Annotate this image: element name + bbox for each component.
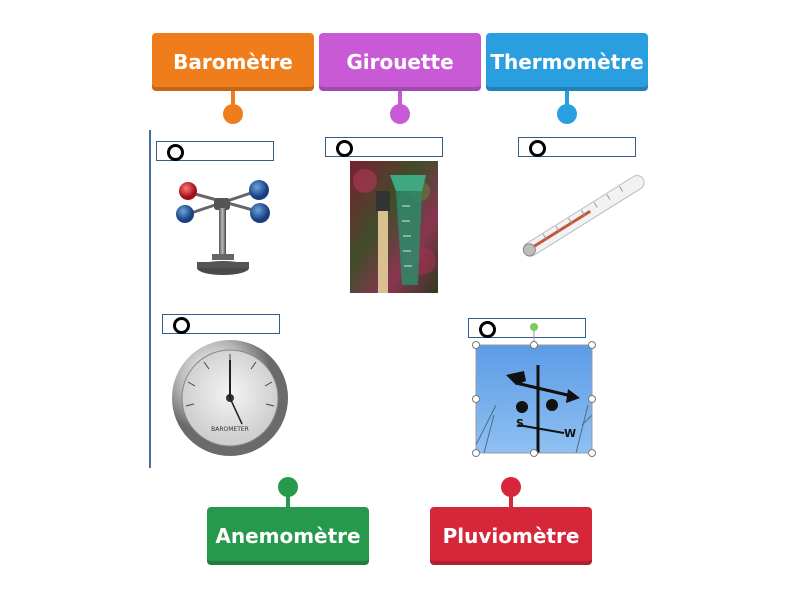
label-barometre[interactable]: Baromètre [152,33,314,91]
drop-target-icon [167,144,184,161]
pin-dot [223,104,243,124]
pin-stem [231,91,235,107]
pin-stem [286,494,290,508]
vane-letter-w: W [564,427,576,440]
vertical-divider [149,130,151,468]
barometer-dial-label: BAROMETER [211,426,249,433]
weather-vane-image[interactable]: S W [475,345,593,454]
pin-stem [509,494,513,508]
drop-target-icon [173,317,190,334]
drop-zone-anemometer[interactable] [156,141,274,161]
drop-zone-weather-vane[interactable] [468,318,586,338]
pin-stem [398,91,402,107]
pin-dot [390,104,410,124]
pin-dot [278,477,298,497]
selection-frame[interactable] [470,322,600,462]
pin-stem [565,91,569,107]
drop-zone-rain-gauge[interactable] [325,137,443,157]
label-anemometre[interactable]: Anemomètre [207,507,369,565]
drop-zone-thermometer[interactable] [518,137,636,157]
thermometer-image [522,175,645,257]
pin-dot [557,104,577,124]
drop-target-icon [336,140,353,157]
label-girouette[interactable]: Girouette [319,33,481,91]
vane-letter-s: S [516,417,524,430]
barometer-image: BAROMETER [172,340,288,456]
rotate-handle[interactable] [530,323,538,331]
drop-target-icon [529,140,546,157]
pin-dot [501,477,521,497]
drop-target-icon [479,321,496,338]
drop-zone-barometer[interactable] [162,314,280,334]
anemometer-image [176,180,270,275]
label-pluviometre[interactable]: Pluviomètre [430,507,592,565]
label-thermometre[interactable]: Thermomètre [486,33,648,91]
rain-gauge-image [350,161,438,293]
